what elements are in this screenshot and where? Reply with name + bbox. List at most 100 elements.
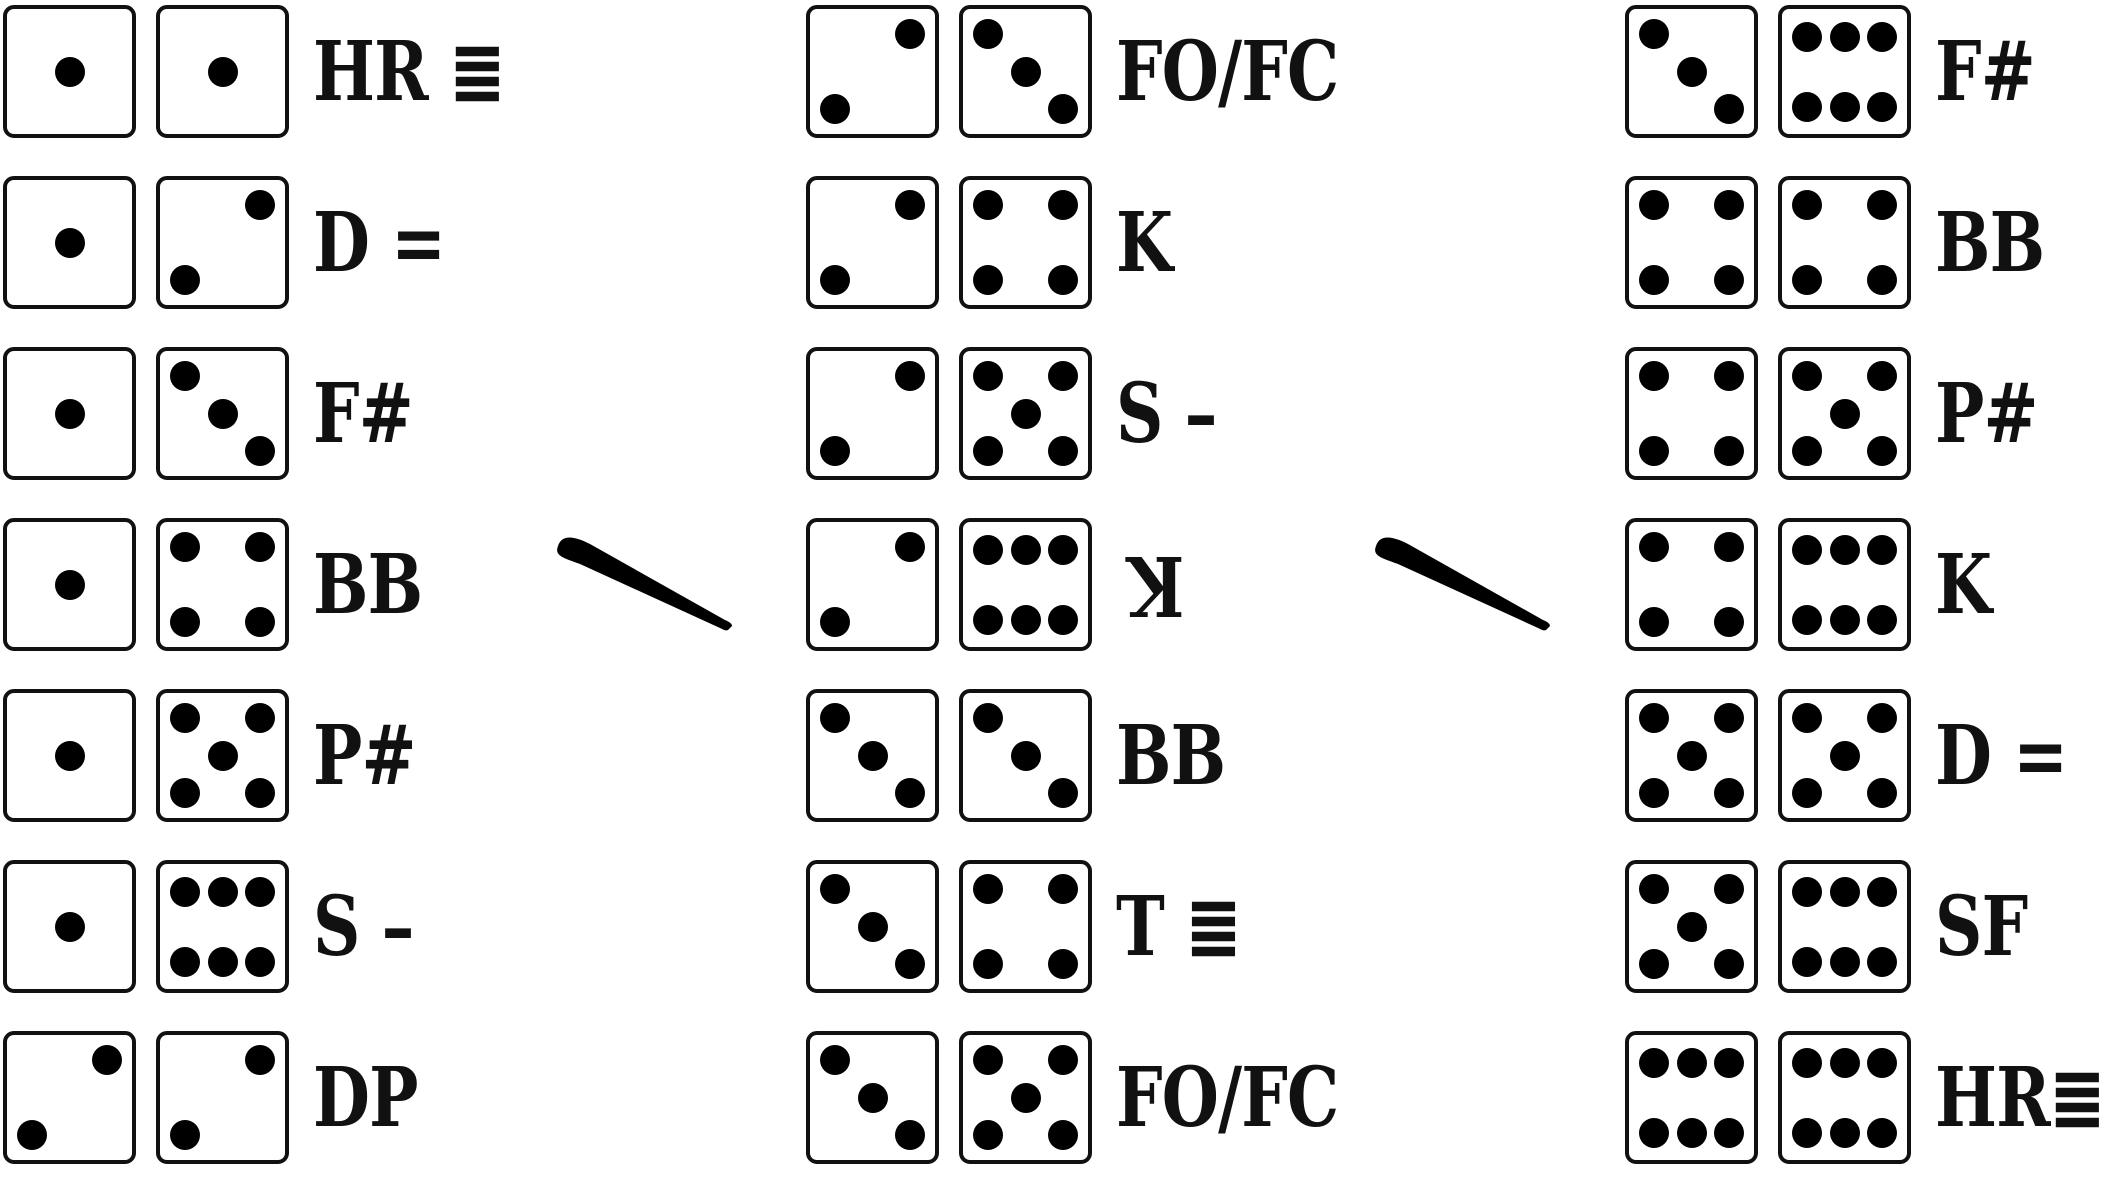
die-pip xyxy=(245,190,275,220)
die-pip xyxy=(973,949,1003,979)
die-pip xyxy=(1867,265,1897,295)
outcome-label: K xyxy=(1128,537,1185,633)
die-pip xyxy=(1867,91,1897,122)
die-pip xyxy=(170,361,200,391)
die-pip xyxy=(1639,190,1669,220)
die-pip xyxy=(1829,1047,1860,1078)
outcome-label: BB xyxy=(1935,195,2045,291)
die-face-icon xyxy=(3,5,136,138)
die-pip xyxy=(1714,778,1744,808)
die-pip xyxy=(1792,946,1822,977)
die-pip xyxy=(1792,265,1822,295)
roll-row: F# xyxy=(3,342,483,513)
die-pip xyxy=(54,398,85,429)
die-pip xyxy=(1792,1117,1822,1148)
die-pip xyxy=(895,190,925,220)
roll-row: BB xyxy=(3,513,483,684)
die-pip xyxy=(973,1045,1003,1075)
roll-row: BB xyxy=(1625,171,2101,342)
die-pip xyxy=(1792,1047,1822,1078)
die-pip xyxy=(973,190,1003,220)
roll-row: K xyxy=(1625,513,2101,684)
outcome-label: T ≣ xyxy=(1116,879,1241,975)
die-pip xyxy=(245,946,275,977)
die-pip xyxy=(170,876,200,907)
die-face-icon xyxy=(156,5,289,138)
die-face-icon xyxy=(1625,347,1758,480)
baseball-bat-icon xyxy=(1375,537,1550,631)
die-pip xyxy=(1639,436,1669,466)
die-pip xyxy=(973,436,1003,466)
die-face-icon xyxy=(156,689,289,822)
die-pip xyxy=(1867,21,1897,52)
die-pip xyxy=(1829,21,1860,52)
die-pip xyxy=(1714,607,1744,637)
die-pip xyxy=(207,740,238,771)
roll-row: K xyxy=(806,171,1286,342)
die-pip xyxy=(820,874,850,904)
die-pip xyxy=(54,227,85,258)
die-face-icon xyxy=(3,860,136,993)
die-pip xyxy=(1792,604,1822,635)
die-pip xyxy=(1829,604,1860,635)
outcome-label: P# xyxy=(1935,366,2039,462)
die-pip xyxy=(245,607,275,637)
die-pip xyxy=(1714,361,1744,391)
die-face-icon xyxy=(806,689,939,822)
die-pip xyxy=(17,1120,47,1150)
die-face-icon xyxy=(3,347,136,480)
die-pip xyxy=(1867,604,1897,635)
roll-row: FO/FC xyxy=(806,0,1339,171)
die-pip xyxy=(1714,265,1744,295)
die-pip xyxy=(973,361,1003,391)
die-pip xyxy=(1829,91,1860,122)
die-pip xyxy=(895,949,925,979)
die-pip xyxy=(1867,703,1897,733)
die-pip xyxy=(92,1045,122,1075)
die-pip xyxy=(1867,1117,1897,1148)
die-pip xyxy=(1714,190,1744,220)
die-face-icon xyxy=(959,347,1092,480)
die-face-icon xyxy=(3,176,136,309)
die-face-icon xyxy=(959,176,1092,309)
die-pip xyxy=(1792,436,1822,466)
die-pip xyxy=(1639,1117,1669,1148)
roll-row: HR ≣ xyxy=(3,0,505,171)
die-pip xyxy=(973,265,1003,295)
die-pip xyxy=(1010,398,1041,429)
die-pip xyxy=(973,534,1003,565)
die-pip xyxy=(1048,1045,1078,1075)
outcome-label: D = xyxy=(1935,708,2068,804)
die-pip xyxy=(1676,1047,1707,1078)
die-face-icon xyxy=(806,5,939,138)
roll-row: BB xyxy=(806,684,1286,855)
die-pip xyxy=(1829,876,1860,907)
die-face-icon xyxy=(959,1031,1092,1164)
die-pip xyxy=(1048,534,1078,565)
die-pip xyxy=(1714,94,1744,124)
roll-row: K xyxy=(806,513,1286,684)
die-face-icon xyxy=(959,5,1092,138)
die-pip xyxy=(1829,534,1860,565)
outcome-label: S – xyxy=(1116,366,1217,462)
die-pip xyxy=(170,778,200,808)
outcome-label: HR ≣ xyxy=(313,24,505,120)
baseball-bat-icon xyxy=(557,537,732,631)
roll-row: FO/FC xyxy=(806,1026,1339,1197)
die-pip xyxy=(1792,190,1822,220)
die-pip xyxy=(1714,949,1744,979)
die-pip xyxy=(1639,778,1669,808)
die-face-icon xyxy=(1778,176,1911,309)
die-pip xyxy=(170,607,200,637)
die-pip xyxy=(245,532,275,562)
die-face-icon xyxy=(1625,518,1758,651)
die-face-icon xyxy=(156,518,289,651)
die-pip xyxy=(1048,94,1078,124)
die-pip xyxy=(895,1120,925,1150)
outcome-label: HR≣ xyxy=(1935,1050,2101,1146)
die-pip xyxy=(1714,1117,1744,1148)
die-pip xyxy=(1867,436,1897,466)
die-pip xyxy=(857,1082,888,1113)
die-pip xyxy=(245,436,275,466)
roll-row: P# xyxy=(1625,342,2101,513)
